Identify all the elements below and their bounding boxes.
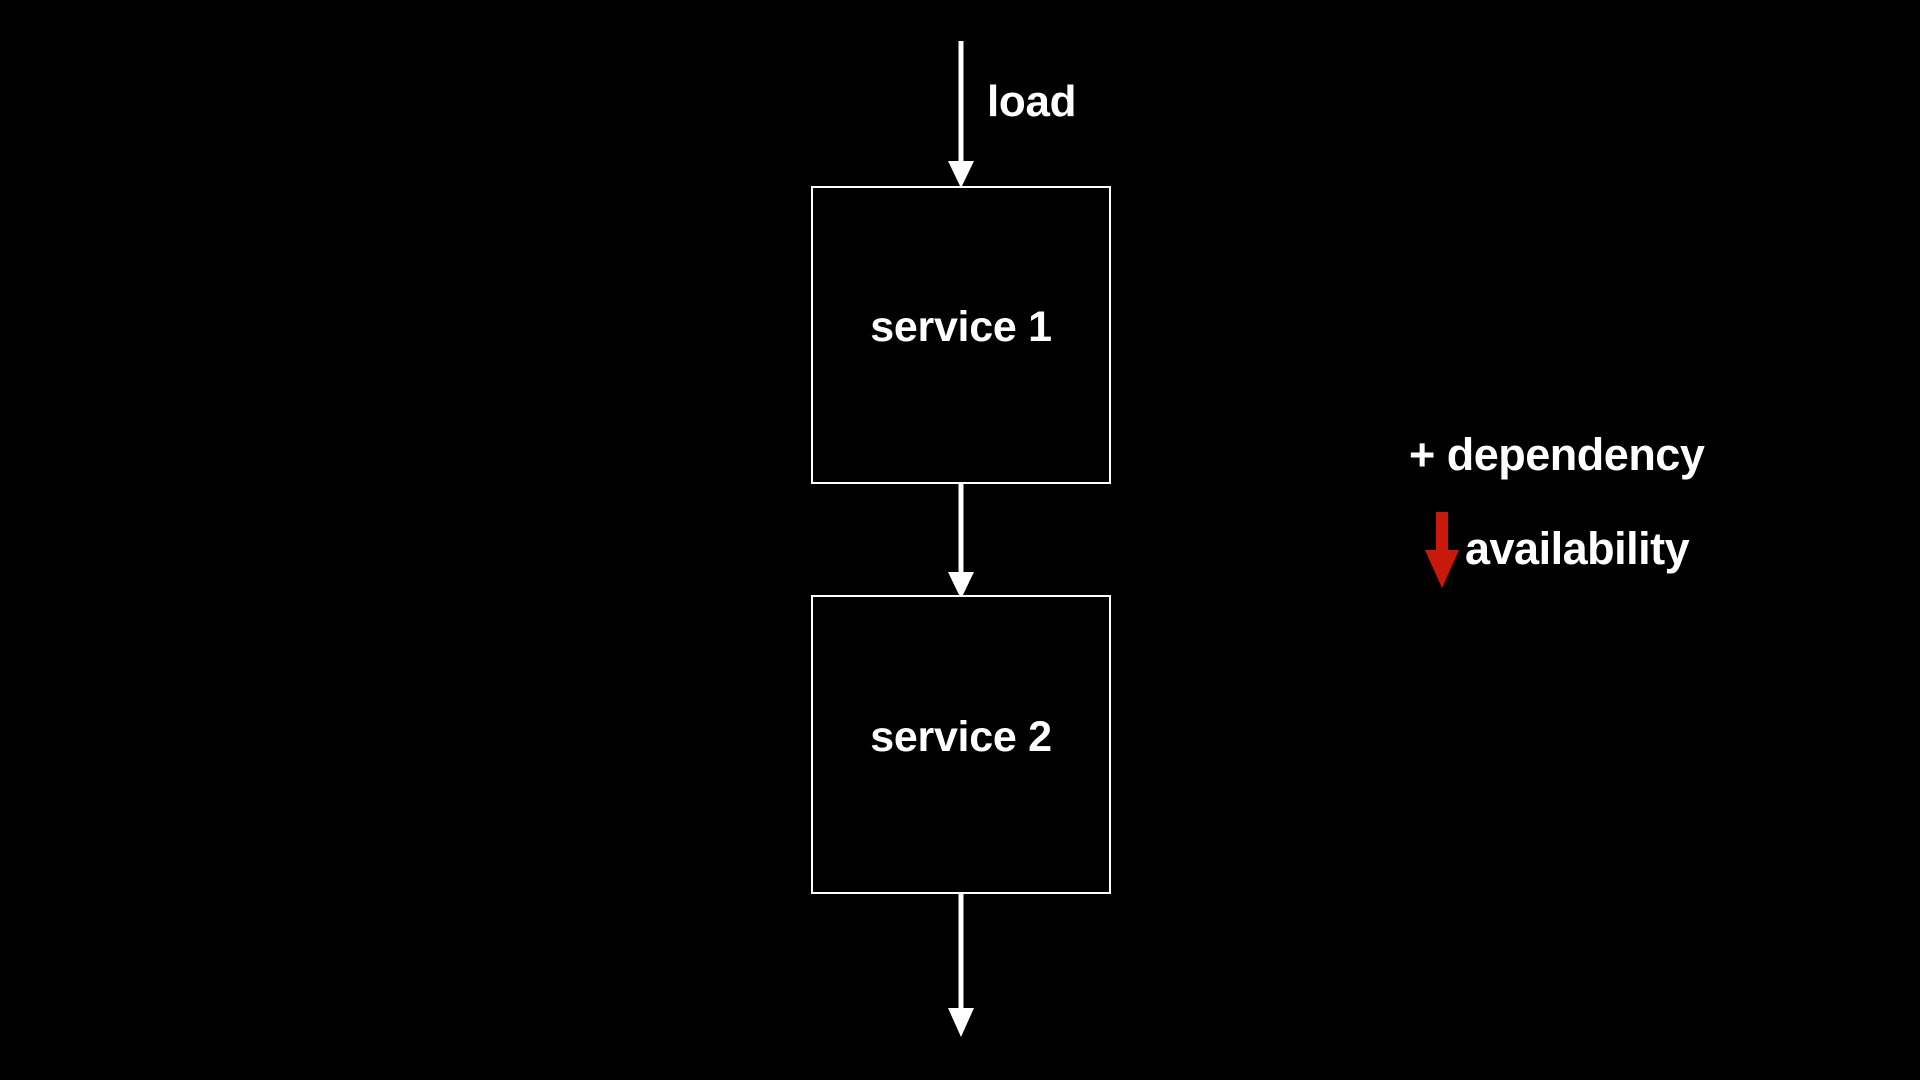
service-1-label: service 1 xyxy=(870,302,1052,351)
availability-annotation-row: availability xyxy=(1409,510,1829,588)
service-1-node[interactable]: service 1 xyxy=(811,186,1111,484)
service1-to-service2-arrow-down-icon xyxy=(948,482,974,599)
dependency-annotation-label: + dependency xyxy=(1409,429,1705,480)
service-2-node[interactable]: service 2 xyxy=(811,595,1111,894)
load-arrow-down-icon xyxy=(948,41,974,188)
load-edge-label: load xyxy=(987,77,1077,126)
availability-annotation-label: availability xyxy=(1465,522,1690,574)
service-2-label: service 2 xyxy=(870,713,1052,761)
arrow-down-icon xyxy=(1425,512,1459,588)
service2-outflow-arrow-down-icon xyxy=(948,892,974,1037)
annotation-block: + dependency availability xyxy=(1409,429,1829,588)
